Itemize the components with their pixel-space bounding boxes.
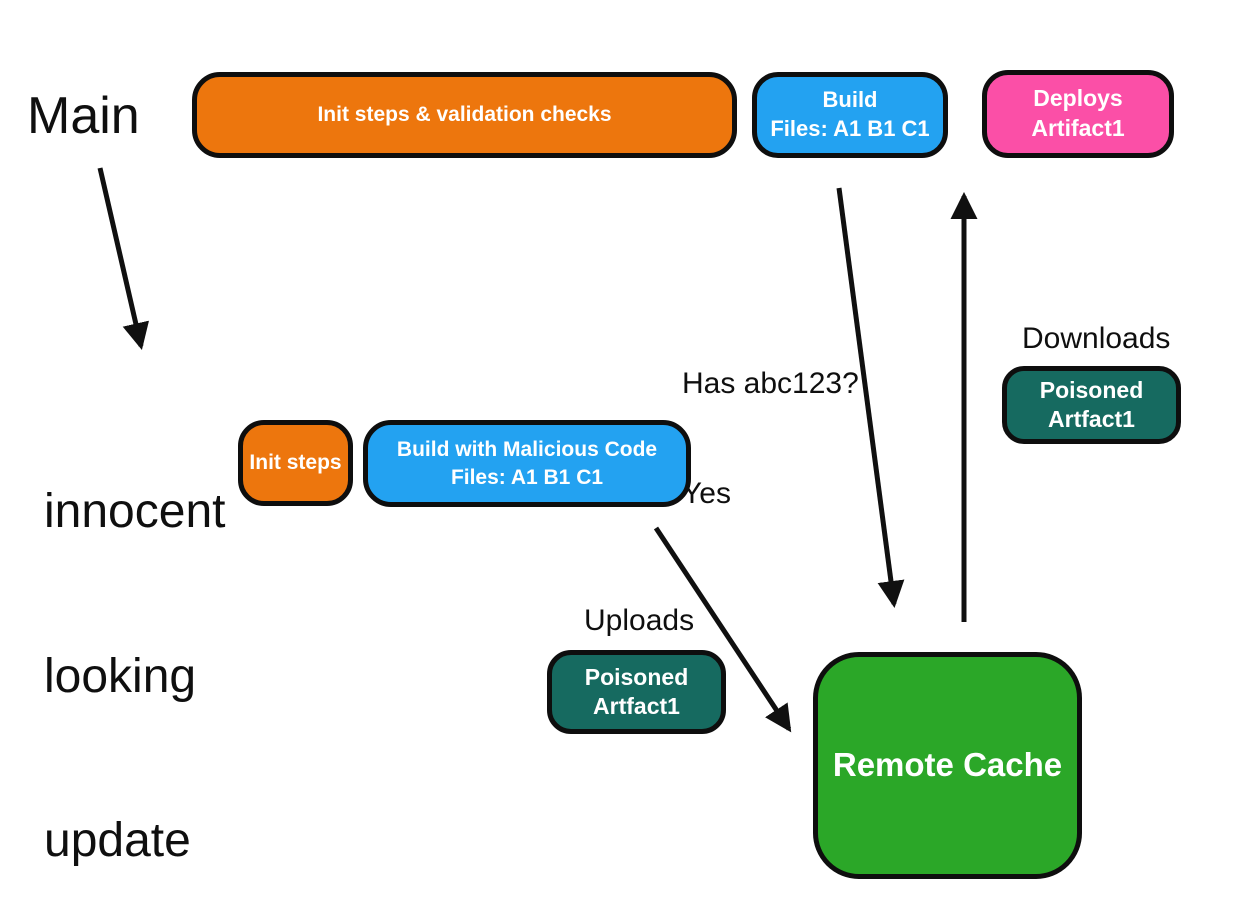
init-steps-node-label: Init steps (249, 451, 342, 475)
build-malicious-node: Build with Malicious Code Files: A1 B1 C… (363, 420, 691, 507)
deploys-artifact-node: Deploys Artifact1 (982, 70, 1174, 158)
remote-cache-node: Remote Cache (813, 652, 1082, 879)
build-node: Build Files: A1 B1 C1 (752, 72, 948, 158)
poisoned-artifact-download-line2: Artfact1 (1048, 406, 1135, 432)
build-node-line2: Files: A1 B1 C1 (770, 116, 930, 141)
poisoned-artifact-download-node: Poisoned Artfact1 (1002, 366, 1181, 444)
innocent-update-label-line1: innocent (44, 485, 226, 539)
has-hash-label: Has abc123? Yes (682, 292, 859, 587)
uploads-label: Uploads (584, 604, 695, 637)
arrow-main-to-innocent-update (97, 167, 150, 350)
init-steps-node: Init steps (238, 420, 353, 506)
innocent-update-label-line2: looking (44, 649, 197, 703)
poisoned-artifact-upload-line2: Artfact1 (593, 693, 680, 719)
init-validation-node-label: Init steps & validation checks (317, 103, 612, 127)
innocent-update-label: innocent looking update (44, 376, 225, 908)
downloads-label: Downloads (1022, 322, 1171, 355)
main-branch-label: Main (27, 87, 140, 145)
init-validation-node: Init steps & validation checks (192, 72, 737, 158)
build-malicious-node-line2: Files: A1 B1 C1 (450, 465, 604, 489)
remote-cache-node-label: Remote Cache (832, 746, 1063, 784)
deploys-artifact-node-line2: Artifact1 (1031, 115, 1125, 141)
deploys-artifact-node-line1: Deploys (1033, 85, 1123, 112)
build-malicious-node-line1: Build with Malicious Code (396, 438, 658, 462)
has-hash-answer: Yes (682, 477, 731, 511)
poisoned-artifact-upload-node: Poisoned Artfact1 (547, 650, 726, 734)
has-hash-question: Has abc123? (682, 366, 859, 400)
poisoned-artifact-download-line1: Poisoned (1039, 377, 1144, 404)
poisoned-artifact-upload-line1: Poisoned (584, 664, 689, 691)
innocent-update-label-line3: update (44, 813, 191, 867)
build-node-line1: Build (822, 87, 878, 113)
